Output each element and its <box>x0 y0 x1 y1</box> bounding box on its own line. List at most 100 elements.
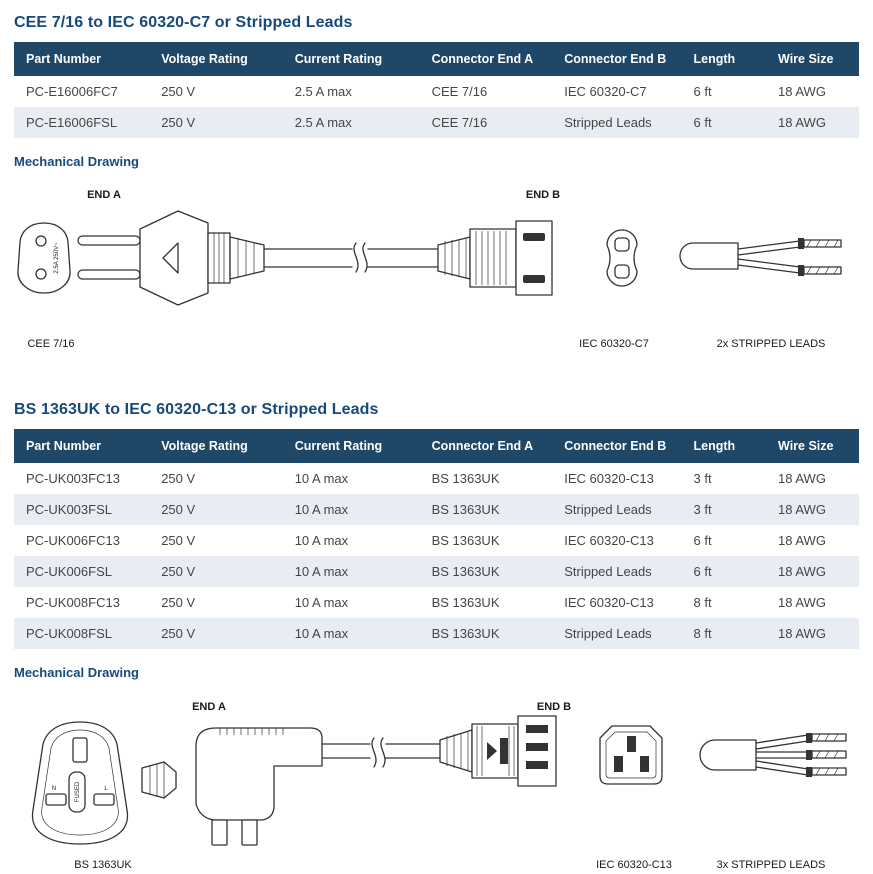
cell: 18 AWG <box>778 502 826 517</box>
cell: PC-UK003FSL <box>26 502 112 517</box>
col-connector-end-b: Connector End B <box>552 429 682 463</box>
col-connector-end-a: Connector End A <box>419 42 553 76</box>
cell: IEC 60320-C13 <box>564 595 654 610</box>
c7-side-drawing <box>437 220 553 296</box>
cell: BS 1363UK <box>431 626 500 641</box>
cell: Stripped Leads <box>564 626 652 641</box>
cell: 250 V <box>161 115 196 130</box>
spec-table-bs1363: Part Number Voltage Rating Current Ratin… <box>14 429 859 649</box>
cell: 3 ft <box>693 471 712 486</box>
cell: 8 ft <box>693 595 712 610</box>
cell: 10 A max <box>294 595 349 610</box>
col-wire-size: Wire Size <box>766 42 859 76</box>
bs1363-cord-drawing: END A END B FUSED N L <box>31 701 847 871</box>
table-row: PC-UK003FSL 250 V 10 A max BS 1363UK Str… <box>14 494 859 525</box>
table-row: PC-UK006FC13 250 V 10 A max BS 1363UK IE… <box>14 525 859 556</box>
col-voltage-rating: Voltage Rating <box>149 42 283 76</box>
cell: Stripped Leads <box>564 502 652 517</box>
cell: PC-UK006FSL <box>26 564 112 579</box>
table-row: PC-E16006FC7 250 V 2.5 A max CEE 7/16 IE… <box>14 76 859 107</box>
cell: PC-UK008FSL <box>26 626 112 641</box>
cell: 10 A max <box>294 564 349 579</box>
stripped-leads-3x-drawing <box>699 733 847 777</box>
stripped-2x-label: 2x STRIPPED LEADS <box>717 338 826 350</box>
table-row: PC-UK003FC13 250 V 10 A max BS 1363UK IE… <box>14 463 859 494</box>
end-a-label: END A <box>87 189 121 201</box>
cell: CEE 7/16 <box>431 84 488 99</box>
cell: BS 1363UK <box>431 533 500 548</box>
cell: 18 AWG <box>778 84 826 99</box>
cell: 18 AWG <box>778 115 826 130</box>
cell: BS 1363UK <box>431 471 500 486</box>
cell: BS 1363UK <box>431 564 500 579</box>
cell: 18 AWG <box>778 471 826 486</box>
section-title: BS 1363UK to IEC 60320-C13 or Stripped L… <box>14 401 379 418</box>
table-row: PC-UK006FSL 250 V 10 A max BS 1363UK Str… <box>14 556 859 587</box>
col-length: Length <box>681 429 766 463</box>
stripped-3x-label: 3x STRIPPED LEADS <box>717 859 826 871</box>
cell: 10 A max <box>294 626 349 641</box>
cee716-cord-drawing: END A END B 2.5A 250V~ <box>17 189 842 350</box>
cell: 250 V <box>161 626 196 641</box>
cell: 18 AWG <box>778 564 826 579</box>
bs1363-face-drawing: FUSED N L <box>31 721 177 845</box>
col-current-rating: Current Rating <box>282 42 420 76</box>
cell: CEE 7/16 <box>431 115 488 130</box>
cell: 2.5 A max <box>294 84 352 99</box>
cell: 2.5 A max <box>294 115 352 130</box>
table-row: PC-UK008FC13 250 V 10 A max BS 1363UK IE… <box>14 587 859 618</box>
cell: BS 1363UK <box>431 502 500 517</box>
cell: 10 A max <box>294 533 349 548</box>
cell: 3 ft <box>693 502 712 517</box>
cell: 8 ft <box>693 626 712 641</box>
fuse-marking: FUSED <box>75 781 81 802</box>
col-wire-size: Wire Size <box>766 429 859 463</box>
cell: PC-UK006FC13 <box>26 533 120 548</box>
cell: 250 V <box>161 84 196 99</box>
c7-label: IEC 60320-C7 <box>579 338 649 350</box>
cell: 250 V <box>161 502 196 517</box>
cell: 250 V <box>161 595 196 610</box>
section-bs1363: BS 1363UK to IEC 60320-C13 or Stripped L… <box>14 401 859 874</box>
cell: Stripped Leads <box>564 115 652 130</box>
table-row: PC-UK008FSL 250 V 10 A max BS 1363UK Str… <box>14 618 859 649</box>
mechanical-drawing-cee716: END A END B 2.5A 250V~ <box>14 181 859 357</box>
table-header-row: Part Number Voltage Rating Current Ratin… <box>14 429 859 463</box>
cell: IEC 60320-C7 <box>564 84 647 99</box>
end-b-label: END B <box>537 701 571 713</box>
table-header-row: Part Number Voltage Rating Current Ratin… <box>14 42 859 76</box>
cell: 10 A max <box>294 502 349 517</box>
neutral-marking: N <box>52 786 56 792</box>
section-cee716: CEE 7/16 to IEC 60320-C7 or Stripped Lea… <box>14 14 859 357</box>
end-b-label: END B <box>526 189 560 201</box>
c13-label: IEC 60320-C13 <box>596 859 672 871</box>
table-row: PC-E16006FSL 250 V 2.5 A max CEE 7/16 St… <box>14 107 859 138</box>
cell: 18 AWG <box>778 626 826 641</box>
live-marking: L <box>104 786 108 792</box>
end-a-label: END A <box>192 701 226 713</box>
cell: IEC 60320-C13 <box>564 471 654 486</box>
stripped-leads-2x-drawing <box>679 238 842 276</box>
cell: 6 ft <box>693 564 712 579</box>
col-part-number: Part Number <box>14 429 150 463</box>
mechanical-drawing-bs1363: END A END B FUSED N L <box>14 692 859 874</box>
cee716-face-drawing: 2.5A 250V~ <box>17 222 71 294</box>
col-current-rating: Current Rating <box>282 429 420 463</box>
europlug-side-drawing <box>77 210 439 306</box>
cell: 10 A max <box>294 471 349 486</box>
cell: 250 V <box>161 533 196 548</box>
col-connector-end-b: Connector End B <box>552 42 682 76</box>
mechanical-drawing-heading: Mechanical Drawing <box>14 665 139 680</box>
col-length: Length <box>681 42 766 76</box>
cell: 250 V <box>161 471 196 486</box>
cell: 6 ft <box>693 84 712 99</box>
cell: PC-E16006FSL <box>26 115 118 130</box>
mechanical-drawing-heading: Mechanical Drawing <box>14 154 139 169</box>
section-title: CEE 7/16 to IEC 60320-C7 or Stripped Lea… <box>14 14 353 31</box>
cee716-marking: 2.5A 250V~ <box>54 242 60 274</box>
c7-face-drawing <box>606 229 638 287</box>
cell: PC-UK003FC13 <box>26 471 120 486</box>
cell: PC-UK008FC13 <box>26 595 120 610</box>
cell: 18 AWG <box>778 595 826 610</box>
